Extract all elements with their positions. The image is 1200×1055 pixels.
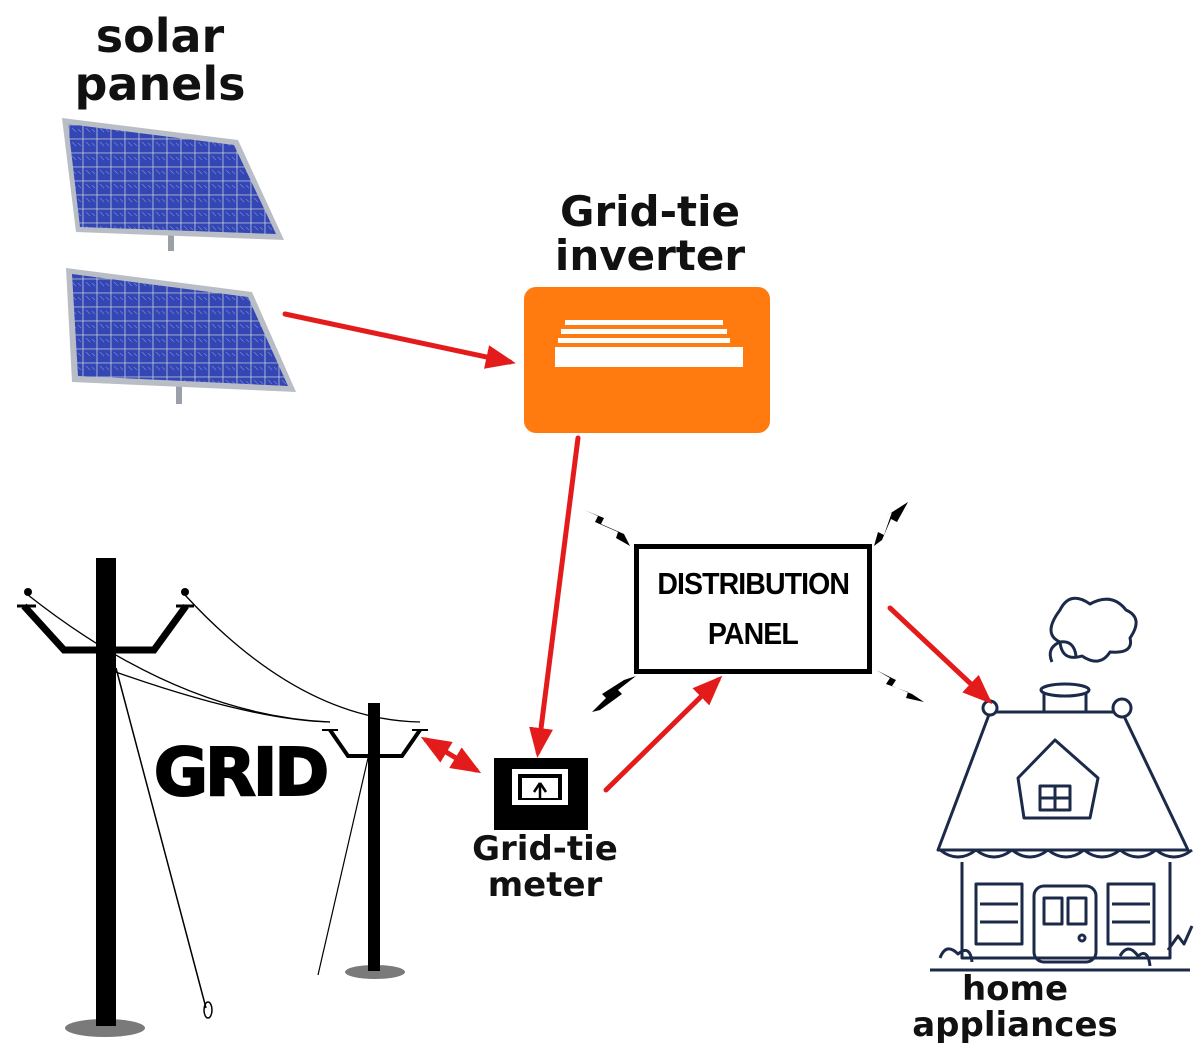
solar-panel-icon [62, 118, 284, 251]
arrow-inverter-to-meter [529, 435, 581, 758]
arrow-solar-to-inverter [282, 311, 516, 369]
lightning-icon [584, 502, 924, 712]
distribution-panel-label-line1: DISTRIBUTION [657, 566, 850, 602]
distribution-panel-label-line2: PANEL [708, 616, 799, 651]
meter-icon [494, 758, 588, 830]
home-appliances-label-line2: appliances [912, 1004, 1118, 1045]
solar-panels-label: solar panels [40, 12, 280, 109]
utility-pole-icon [17, 558, 213, 1037]
arrow-grid-meter [420, 736, 482, 774]
arrow-panel-to-home [887, 605, 993, 705]
inverter-label-line1: Grid-tie [559, 187, 741, 236]
grid-label: GRID [153, 734, 330, 811]
house-icon [930, 596, 1194, 972]
flow-arrows [282, 311, 993, 793]
home-appliances-label: home appliances [880, 969, 1150, 1045]
inverter-icon [524, 287, 770, 433]
solar-panels-label-line1: solar [95, 9, 225, 63]
meter-label-line1: Grid-tie [472, 829, 618, 869]
meter-label: Grid-tie meter [440, 829, 650, 905]
inverter-label-line2: inverter [554, 231, 746, 281]
meter-label-line2: meter [487, 864, 603, 905]
inverter-label: Grid-tie inverter [520, 187, 780, 281]
solar-panel-icon [66, 268, 296, 404]
distribution-panel-box: DISTRIBUTION PANEL [634, 544, 872, 674]
arrow-meter-to-panel [603, 675, 723, 793]
home-appliances-label-line1: home [961, 969, 1069, 1009]
utility-pole-icon [317, 703, 428, 979]
solar-panels-label-line2: panels [74, 57, 246, 112]
power-lines [27, 594, 421, 723]
